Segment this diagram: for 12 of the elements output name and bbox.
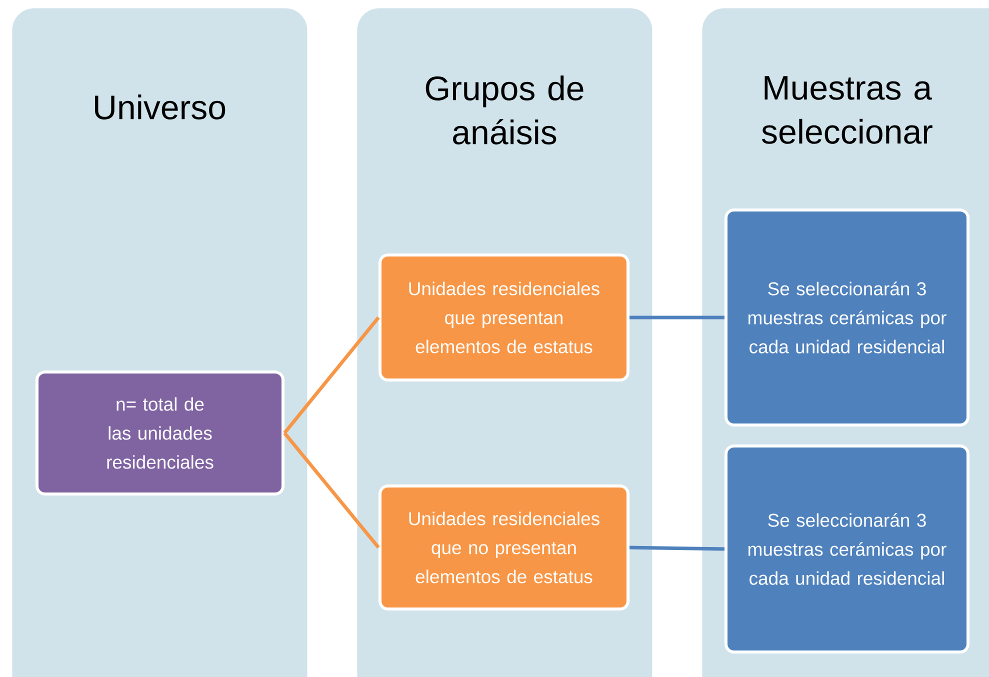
column-heading: Muestras a seleccionar: [762, 76, 932, 144]
connector-line: [629, 546, 725, 551]
group-box: n= total de las unidades residenciales: [36, 370, 284, 496]
group-box: Unidades residenciales que no presentan elementos de estatus: [378, 484, 630, 610]
connector-line: [630, 316, 724, 320]
group-box: Unidades residenciales que presentan elementos de estatus: [378, 254, 630, 382]
connector-line: [283, 432, 380, 549]
column-heading: Universo: [95, 94, 226, 120]
connector-line: [283, 316, 380, 434]
sample-box: Se seleccionarán 3 muestras cerámicas por cada unidad residencial: [724, 444, 970, 654]
column-heading: Grupos de anáisis: [426, 76, 584, 144]
sample-box: Se seleccionarán 3 muestras cerámicas por cada unidad residencial: [724, 208, 970, 426]
